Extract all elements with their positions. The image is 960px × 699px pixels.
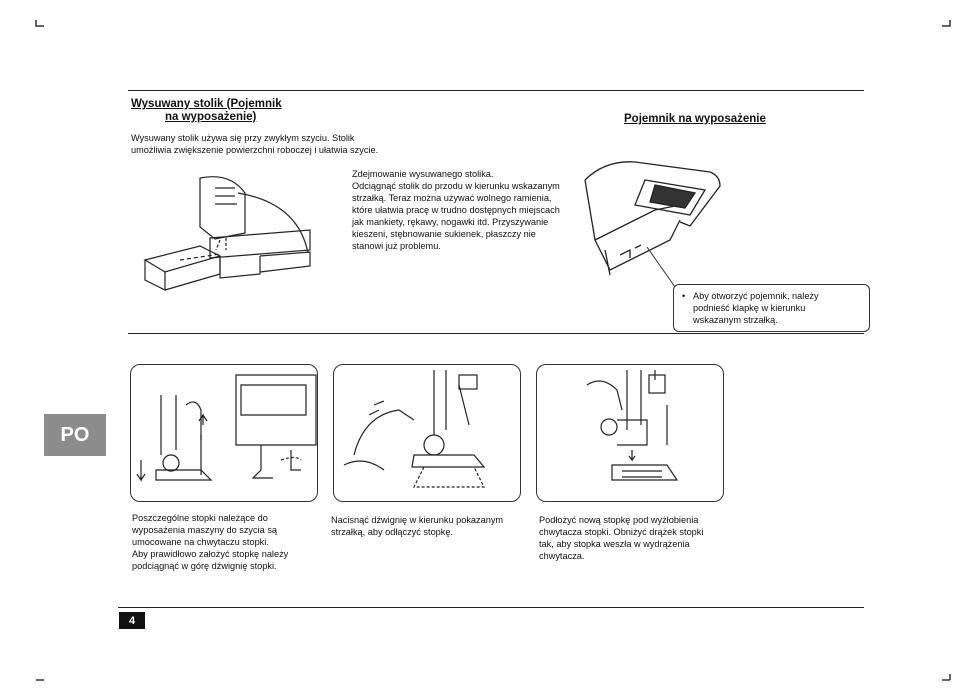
section-title-line2: na wyposażenie) <box>165 111 257 123</box>
callout-bullet: • <box>682 291 686 301</box>
attach-foot-illustration <box>586 370 679 481</box>
step-3-text: Podłożyć nową stopkę pod wyżłobienia chw… <box>539 515 704 561</box>
language-tab: PO <box>44 414 106 456</box>
step-1-panel <box>130 364 318 502</box>
middle-rule <box>128 333 864 334</box>
intro-text: Wysuwany stolik używa się przy zwykłym s… <box>131 133 379 155</box>
release-lever-illustration <box>343 370 486 488</box>
step-2-panel <box>333 364 521 502</box>
step-3-panel <box>536 364 724 502</box>
callout-text: Aby otworzyć pojemnik, należy podnieść k… <box>693 291 819 325</box>
top-rule <box>128 90 864 91</box>
callout-box: • Aby otworzyć pojemnik, należy podnieść… <box>673 284 870 332</box>
callout-pointer <box>646 246 676 288</box>
accessory-box-illustration <box>584 161 721 276</box>
removal-text: Zdejmowanie wysuwanego stolika. Odciągną… <box>352 169 560 251</box>
bottom-rule <box>118 607 864 608</box>
presser-foot-lever-illustration <box>136 374 317 482</box>
step-1-text: Poszczególne stopki należące do wyposaże… <box>132 513 289 571</box>
step-2-text: Nacisnąć dźwignię w kierunku pokazanym s… <box>331 515 504 537</box>
page-number: 4 <box>119 612 145 629</box>
extension-table-illustration <box>143 176 311 291</box>
section-title-line1: Wysuwany stolik (Pojemnik <box>131 98 282 110</box>
accessory-box-title: Pojemnik na wyposażenie <box>624 113 766 125</box>
